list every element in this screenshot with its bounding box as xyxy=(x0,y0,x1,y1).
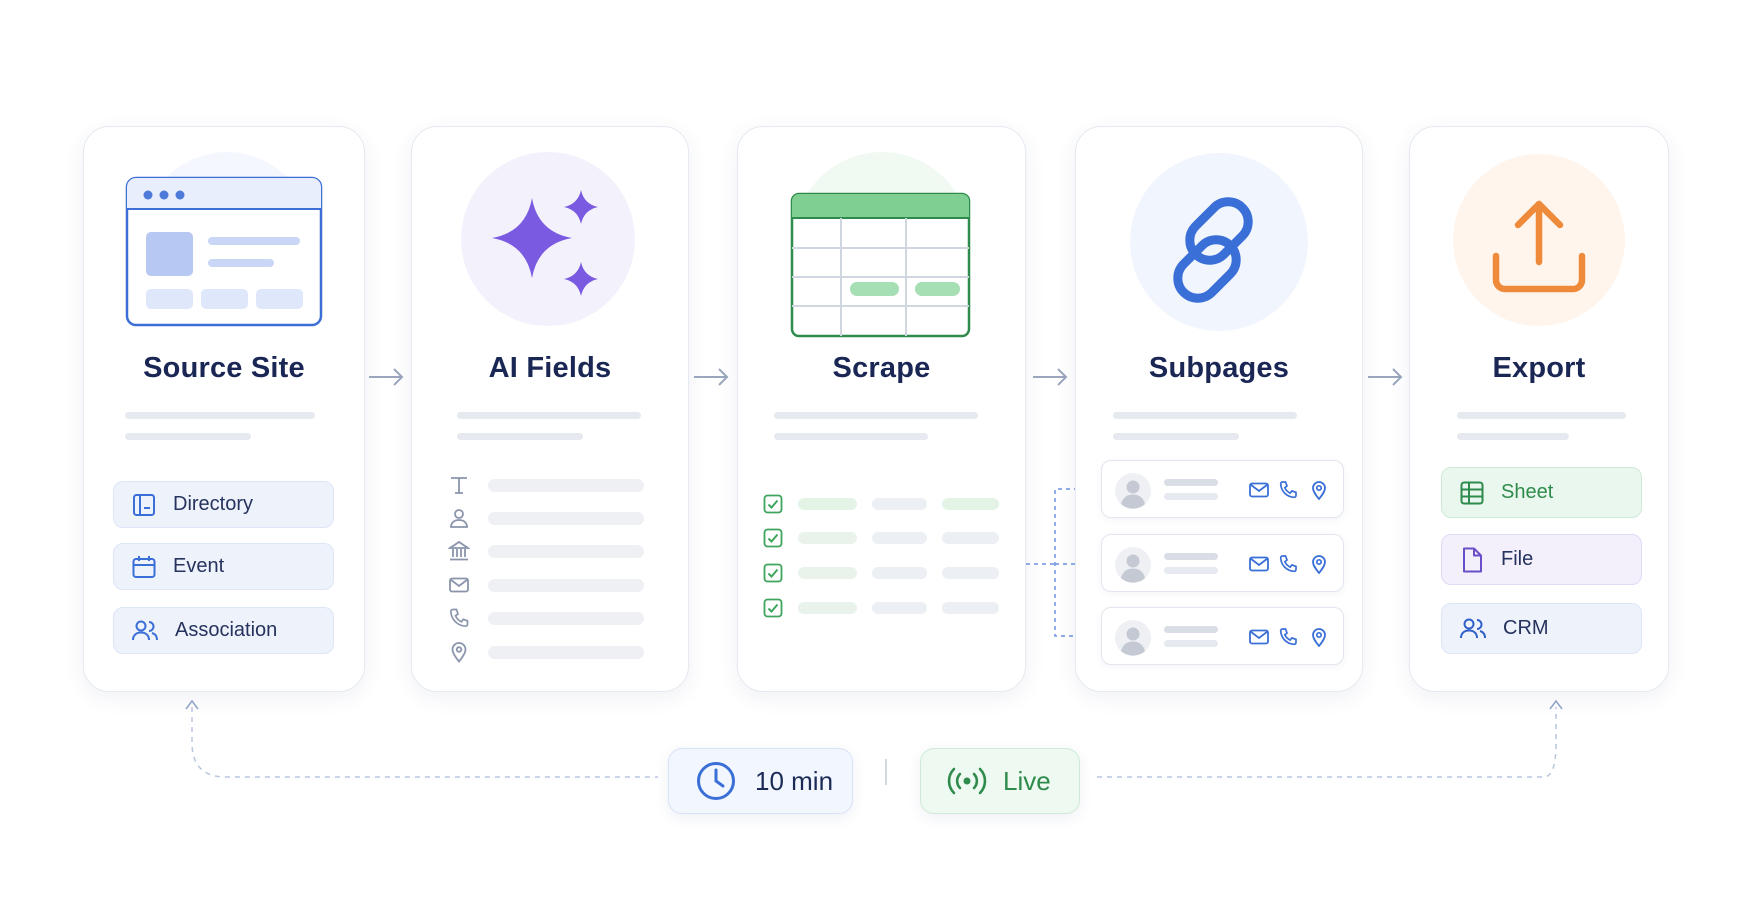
file-icon xyxy=(1463,547,1482,572)
arrow-right-icon xyxy=(1368,368,1403,386)
placeholder-line xyxy=(1113,433,1239,440)
avatar-icon xyxy=(1115,620,1151,656)
link-icon xyxy=(1173,197,1253,303)
row-cell xyxy=(942,532,999,544)
row-cell xyxy=(798,532,857,544)
calendar-icon xyxy=(132,555,156,578)
step-title-source-site: Source Site xyxy=(143,352,305,384)
step-title-ai-fields: AI Fields xyxy=(488,352,612,384)
bank-icon xyxy=(448,540,470,561)
placeholder-line xyxy=(457,412,641,419)
phone-icon xyxy=(1279,555,1297,573)
placeholder-line xyxy=(457,433,583,440)
schedule-loop-connector xyxy=(185,699,1563,785)
people-icon xyxy=(132,620,158,640)
clock-icon xyxy=(697,762,735,800)
text-icon xyxy=(451,477,467,494)
location-icon xyxy=(451,642,467,663)
avatar-icon xyxy=(1115,547,1151,583)
mail-icon xyxy=(1249,556,1269,572)
subpage-contact-card[interactable] xyxy=(1101,607,1344,665)
upload-icon xyxy=(1492,200,1586,293)
row-cell xyxy=(872,532,927,544)
avatar-icon xyxy=(1115,473,1151,509)
row-cell xyxy=(872,567,927,579)
ai-field-row xyxy=(448,474,648,496)
subpage-contact-card[interactable] xyxy=(1101,460,1344,518)
mail-icon xyxy=(1249,482,1269,498)
export-target-file[interactable]: File xyxy=(1441,534,1642,585)
subpage-contact-card[interactable] xyxy=(1101,534,1344,592)
phone-icon xyxy=(1279,628,1297,646)
person-icon xyxy=(450,509,468,528)
ai-field-row xyxy=(448,507,648,529)
export-target-crm[interactable]: CRM xyxy=(1441,603,1642,654)
step-title-scrape: Scrape xyxy=(832,352,931,384)
people-icon xyxy=(1460,618,1486,638)
row-cell xyxy=(942,602,999,614)
export-target-sheet[interactable]: Sheet xyxy=(1441,467,1642,518)
source-type-event[interactable]: Event xyxy=(113,543,334,590)
source-type-association[interactable]: Association xyxy=(113,607,334,654)
location-icon xyxy=(1312,628,1326,647)
live-status-badge[interactable]: Live xyxy=(920,748,1080,814)
placeholder-line xyxy=(1457,433,1569,440)
row-cell xyxy=(798,602,857,614)
export-target-label: Sheet xyxy=(1501,481,1554,503)
arrow-right-icon xyxy=(369,368,404,386)
sparkles-icon xyxy=(492,190,598,296)
export-target-label: CRM xyxy=(1503,617,1549,639)
export-target-label: File xyxy=(1501,548,1534,570)
source-type-label: Directory xyxy=(173,493,254,515)
ai-field-row xyxy=(448,574,648,596)
placeholder-line xyxy=(1113,412,1297,419)
arrow-right-icon xyxy=(1033,368,1068,386)
step-title-export: Export xyxy=(1492,352,1586,384)
location-icon xyxy=(1312,555,1326,574)
phone-icon xyxy=(449,608,469,628)
location-icon xyxy=(1312,481,1326,500)
placeholder-line xyxy=(774,433,928,440)
placeholder-line xyxy=(1457,412,1626,419)
source-type-label: Association xyxy=(175,619,278,641)
broadcast-icon xyxy=(947,767,987,795)
schedule-badge[interactable]: 10 min xyxy=(668,748,853,814)
row-cell xyxy=(798,567,857,579)
placeholder-line xyxy=(774,412,978,419)
checkbox-checked-icon xyxy=(763,598,783,618)
row-cell xyxy=(942,498,999,510)
source-type-directory[interactable]: Directory xyxy=(113,481,334,528)
arrow-right-icon xyxy=(694,368,729,386)
row-cell xyxy=(872,602,927,614)
phone-icon xyxy=(1279,481,1297,499)
ai-field-row xyxy=(448,540,648,562)
ai-field-row xyxy=(448,607,648,629)
grid-icon xyxy=(1460,481,1484,504)
schedule-label: 10 min xyxy=(755,765,834,796)
source-type-label: Event xyxy=(173,555,225,577)
checkbox-checked-icon xyxy=(763,528,783,548)
checkbox-checked-icon xyxy=(763,494,783,514)
placeholder-line xyxy=(125,433,251,440)
row-cell xyxy=(798,498,857,510)
status-label: Live xyxy=(1003,765,1051,796)
row-cell xyxy=(942,567,999,579)
step-title-subpages: Subpages xyxy=(1148,352,1290,384)
book-icon xyxy=(133,493,155,516)
row-cell xyxy=(872,498,927,510)
mail-icon xyxy=(1249,629,1269,645)
checkbox-checked-icon xyxy=(763,563,783,583)
mail-icon xyxy=(449,577,469,593)
placeholder-line xyxy=(125,412,315,419)
browser-window-icon xyxy=(125,176,323,327)
ai-field-row xyxy=(448,641,648,663)
spreadsheet-icon xyxy=(790,192,971,338)
